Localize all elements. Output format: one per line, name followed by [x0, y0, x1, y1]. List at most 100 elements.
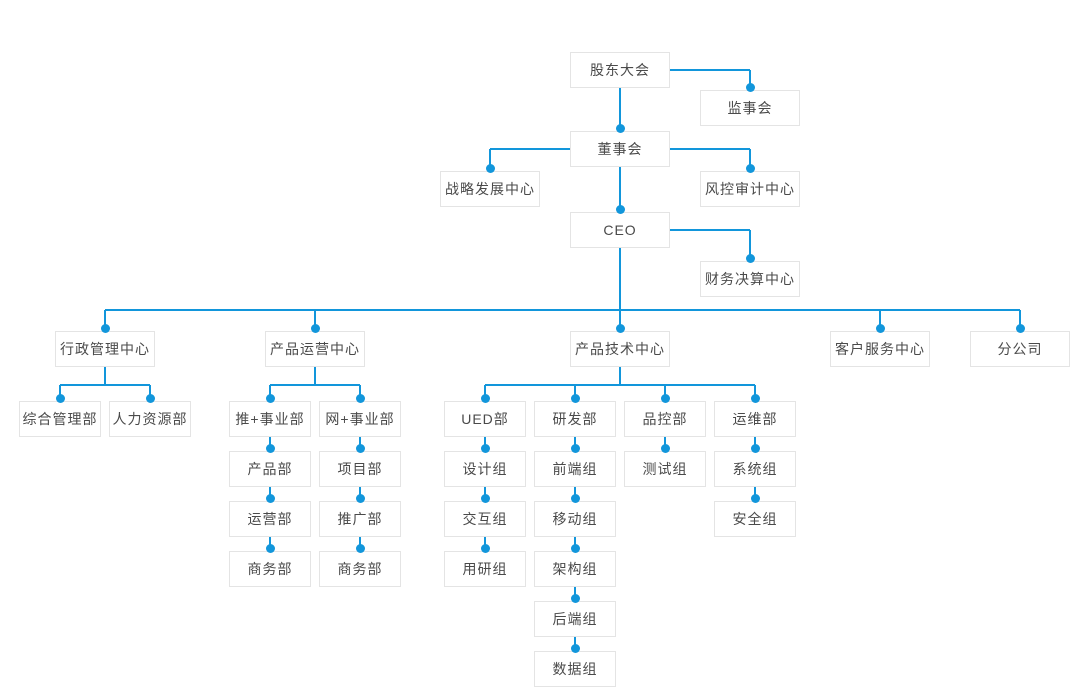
connector-dot: [485, 163, 495, 173]
connector-dot: [615, 204, 625, 214]
connector-line: [670, 69, 750, 71]
org-node-backend[interactable]: 后端组: [534, 601, 616, 637]
org-node-project[interactable]: 项目部: [319, 451, 401, 487]
connector-line: [485, 384, 755, 386]
connector-dot: [615, 123, 625, 133]
org-node-operations[interactable]: 产品运营中心: [265, 331, 365, 367]
org-node-frontend[interactable]: 前端组: [534, 451, 616, 487]
org-node-supervisory[interactable]: 监事会: [700, 90, 800, 126]
connector-dot: [615, 323, 625, 333]
org-node-hr[interactable]: 人力资源部: [109, 401, 191, 437]
org-node-system[interactable]: 系统组: [714, 451, 796, 487]
org-node-qc[interactable]: 品控部: [624, 401, 706, 437]
connector-line: [359, 537, 361, 548]
org-node-operation[interactable]: 运营部: [229, 501, 311, 537]
org-node-business1[interactable]: 商务部: [229, 551, 311, 587]
connector-line: [574, 637, 576, 648]
org-node-research[interactable]: 用研组: [444, 551, 526, 587]
org-node-rd[interactable]: 研发部: [534, 401, 616, 437]
connector-dot: [265, 493, 275, 503]
connector-line: [574, 437, 576, 448]
connector-dot: [355, 443, 365, 453]
org-node-product[interactable]: 产品部: [229, 451, 311, 487]
connector-line: [754, 487, 756, 498]
org-node-wang[interactable]: 网+事业部: [319, 401, 401, 437]
org-node-board[interactable]: 董事会: [570, 131, 670, 167]
connector-line: [484, 385, 486, 398]
org-node-security[interactable]: 安全组: [714, 501, 796, 537]
connector-line: [359, 487, 361, 498]
connector-line: [60, 384, 150, 386]
connector-line: [104, 367, 106, 385]
connector-line: [359, 437, 361, 448]
connector-line: [270, 384, 360, 386]
connector-dot: [55, 393, 65, 403]
org-node-branch[interactable]: 分公司: [970, 331, 1070, 367]
connector-line: [574, 385, 576, 398]
connector-line: [749, 230, 751, 258]
connector-line: [1019, 310, 1021, 328]
org-node-strategy[interactable]: 战略发展中心: [440, 171, 540, 207]
org-node-ued[interactable]: UED部: [444, 401, 526, 437]
org-node-business2[interactable]: 商务部: [319, 551, 401, 587]
connector-line: [59, 385, 61, 398]
org-node-admin[interactable]: 行政管理中心: [55, 331, 155, 367]
connector-line: [484, 537, 486, 548]
connector-dot: [570, 393, 580, 403]
org-node-arch[interactable]: 架构组: [534, 551, 616, 587]
connector-line: [104, 310, 106, 328]
connector-dot: [480, 443, 490, 453]
connector-dot: [750, 393, 760, 403]
org-node-shareholders[interactable]: 股东大会: [570, 52, 670, 88]
connector-line: [619, 167, 621, 209]
connector-line: [574, 537, 576, 548]
connector-dot: [480, 493, 490, 503]
connector-line: [664, 385, 666, 398]
connector-line: [490, 148, 570, 150]
connector-dot: [1015, 323, 1025, 333]
connector-dot: [570, 593, 580, 603]
connector-line: [879, 310, 881, 328]
org-node-service[interactable]: 客户服务中心: [830, 331, 930, 367]
org-node-promotion[interactable]: 推广部: [319, 501, 401, 537]
connector-dot: [570, 493, 580, 503]
connector-line: [749, 149, 751, 168]
connector-line: [619, 248, 621, 310]
connector-line: [619, 88, 621, 128]
org-node-design[interactable]: 设计组: [444, 451, 526, 487]
org-node-tech[interactable]: 产品技术中心: [570, 331, 670, 367]
connector-line: [314, 367, 316, 385]
org-node-mobile[interactable]: 移动组: [534, 501, 616, 537]
org-node-finance[interactable]: 财务决算中心: [700, 261, 800, 297]
connector-dot: [310, 323, 320, 333]
connector-dot: [660, 443, 670, 453]
connector-line: [664, 437, 666, 448]
connector-line: [754, 437, 756, 448]
connector-line: [670, 229, 750, 231]
connector-line: [574, 587, 576, 598]
org-node-interaction[interactable]: 交互组: [444, 501, 526, 537]
connector-line: [149, 385, 151, 398]
connector-dot: [100, 323, 110, 333]
connector-line: [619, 367, 621, 385]
org-node-ceo[interactable]: CEO: [570, 212, 670, 248]
connector-dot: [745, 163, 755, 173]
connector-line: [754, 385, 756, 398]
connector-line: [314, 310, 316, 328]
connector-dot: [355, 493, 365, 503]
org-node-general[interactable]: 综合管理部: [19, 401, 101, 437]
connector-dot: [750, 493, 760, 503]
connector-dot: [660, 393, 670, 403]
org-node-data-group[interactable]: 数据组: [534, 651, 616, 687]
org-node-om[interactable]: 运维部: [714, 401, 796, 437]
connector-dot: [570, 443, 580, 453]
connector-dot: [265, 443, 275, 453]
connector-dot: [570, 643, 580, 653]
connector-line: [670, 148, 750, 150]
org-node-risk[interactable]: 风控审计中心: [700, 171, 800, 207]
connector-line: [484, 487, 486, 498]
connector-line: [105, 309, 1020, 311]
org-node-testing[interactable]: 测试组: [624, 451, 706, 487]
org-node-tui[interactable]: 推+事业部: [229, 401, 311, 437]
connector-line: [484, 437, 486, 448]
